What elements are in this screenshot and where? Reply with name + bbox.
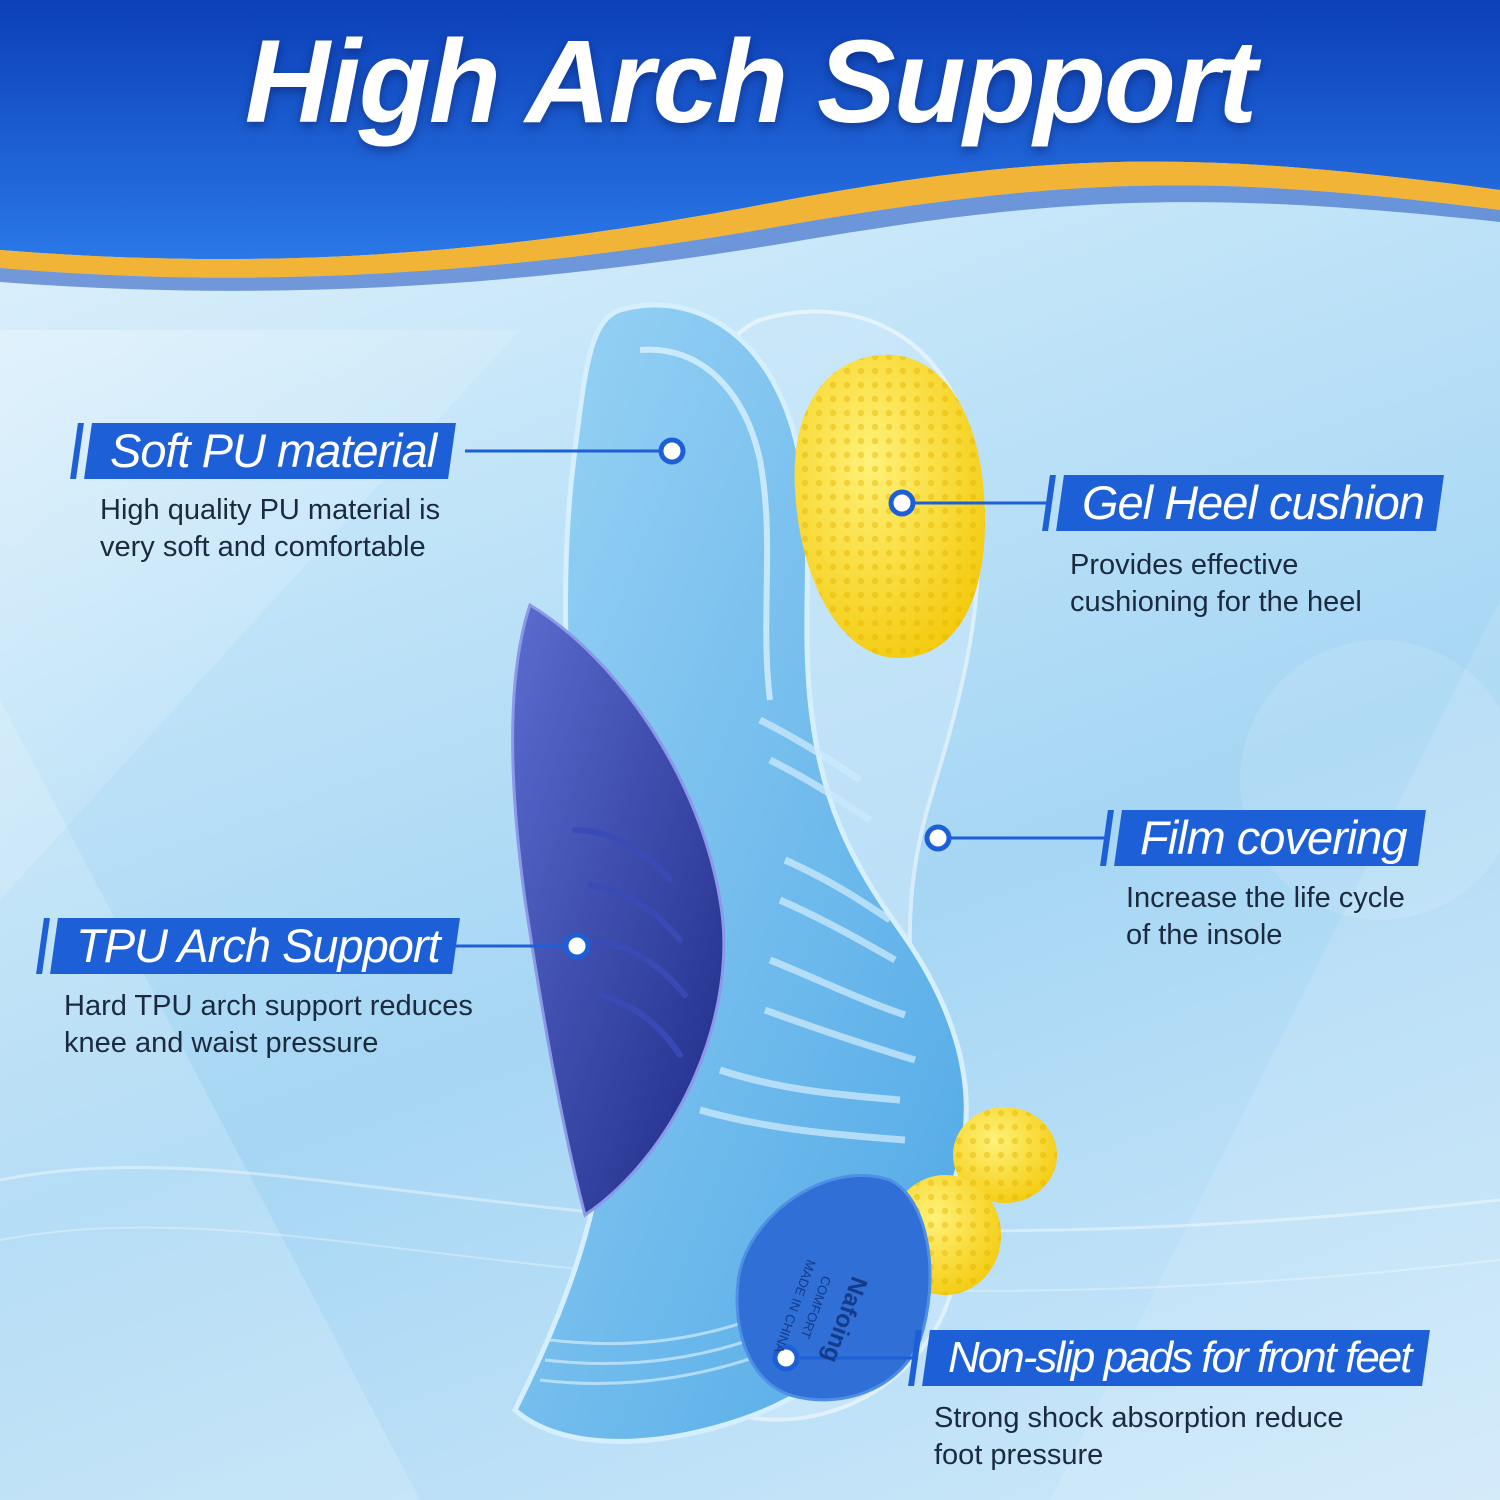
feature-desc-film-covering: Increase the life cycle of the insole — [1126, 882, 1405, 951]
feature-label-film-covering: Film covering — [1114, 810, 1427, 866]
feature-desc-gel-heel: Provides effective cushioning for the he… — [1070, 549, 1362, 618]
feature-desc-soft-pu: High quality PU material is very soft an… — [100, 494, 441, 563]
feature-label-tpu-arch: TPU Arch Support — [50, 918, 460, 974]
callout-connectors — [438, 449, 1108, 1360]
feature-label-soft-pu: Soft PU material — [84, 423, 457, 479]
feature-label-non-slip: Non-slip pads for front feet — [922, 1330, 1431, 1386]
title-banner — [0, 0, 1500, 291]
page-title: High Arch Support — [244, 16, 1257, 148]
tpu-arch-support — [511, 602, 726, 1218]
callout-dots — [563, 437, 952, 1372]
non-slip-pad — [735, 1174, 932, 1402]
feature-label-gel-heel: Gel Heel cushion — [1056, 475, 1444, 531]
feature-desc-tpu-arch: Hard TPU arch support reduces knee and w… — [64, 990, 473, 1059]
feature-desc-non-slip: Strong shock absorption reduce foot pres… — [934, 1402, 1344, 1471]
